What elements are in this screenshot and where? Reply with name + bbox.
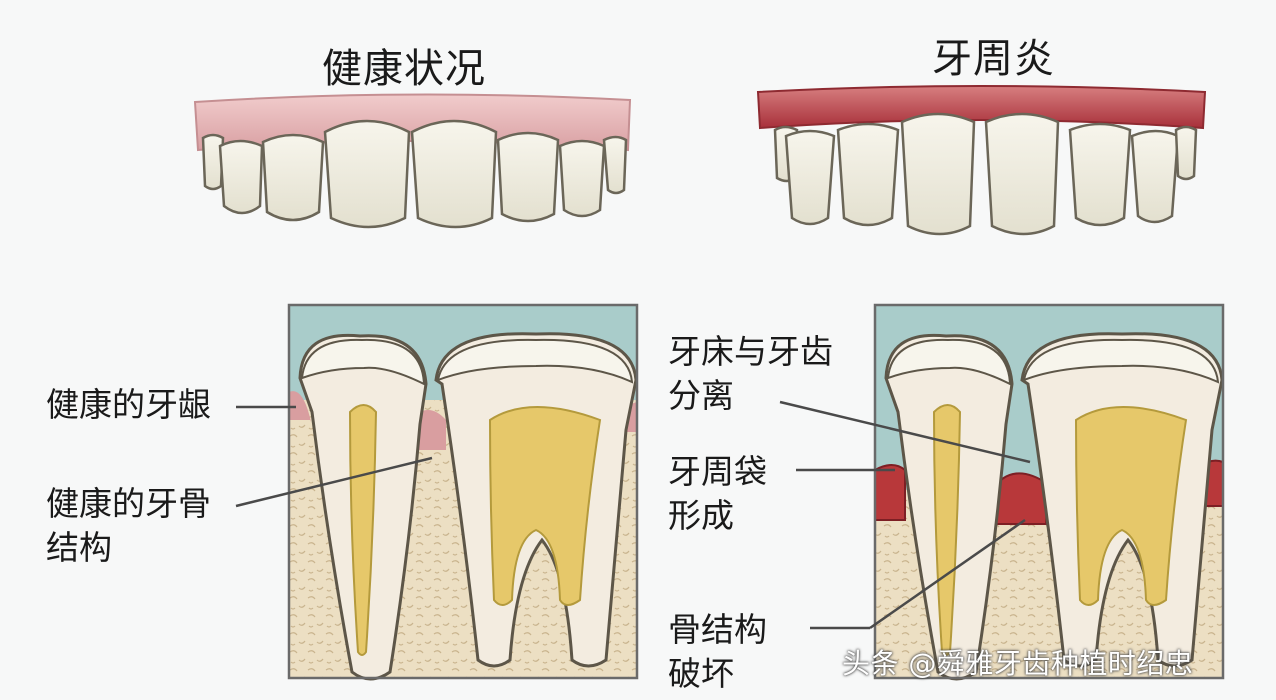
leader-healthy-bone — [235, 456, 433, 508]
label-healthy-bone: 健康的牙骨 结构 — [46, 484, 211, 567]
watermark: 头条 @舜雅牙齿种植时绍忠 — [842, 647, 1194, 680]
leader-gum-separation — [779, 400, 1031, 464]
periodontitis-arch — [756, 85, 1207, 236]
periodontitis-title: 牙周炎 — [932, 36, 1055, 82]
leader-lines — [235, 400, 1031, 630]
label-bone-destruction: 骨结构 破坏 — [668, 610, 767, 693]
periodontitis-cross-section — [873, 303, 1225, 681]
label-healthy-gum: 健康的牙龈 — [46, 385, 211, 424]
label-pocket-formation: 牙周袋 形成 — [668, 452, 767, 535]
healthy-arch — [193, 93, 632, 229]
label-gum-separation: 牙床与牙齿 分离 — [668, 332, 833, 415]
leader-bone-destruction-b — [869, 518, 1026, 630]
healthy-cross-section — [287, 303, 639, 681]
healthy-title: 健康状况 — [322, 46, 486, 92]
